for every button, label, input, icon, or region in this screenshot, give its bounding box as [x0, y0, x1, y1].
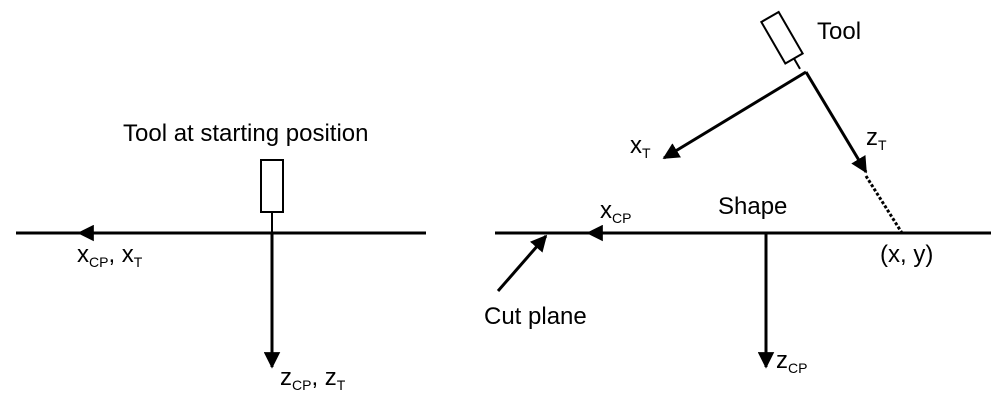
- cut-plane-pointer-arrow: [496, 234, 548, 292]
- left-x-axis-label: xCP, xT: [77, 241, 143, 270]
- tool-xt-arrow: [662, 70, 807, 160]
- tool-zt-arrow: [804, 71, 868, 174]
- tool-label: Tool: [817, 18, 861, 45]
- xcp-label: xCP: [600, 197, 631, 226]
- left-caption: Tool at starting position: [123, 120, 368, 147]
- right-tool-icon: [759, 10, 805, 70]
- left-tool-icon: [260, 159, 284, 233]
- cut-plane-label: Cut plane: [484, 303, 587, 330]
- xt-label: xT: [630, 132, 651, 161]
- shape-label: Shape: [718, 193, 787, 220]
- point-label: (x, y): [880, 241, 933, 268]
- zcp-label: zCP: [776, 347, 807, 376]
- left-panel: Tool at starting position xCP, xT zCP, z…: [16, 120, 426, 393]
- right-panel: Tool xT zT xCP Shape (x, y) Cut plane zC…: [484, 10, 991, 376]
- zt-label: zT: [866, 124, 887, 153]
- left-z-axis-label: zCP, zT: [280, 364, 346, 393]
- tool-axis-extension-dashed: [864, 175, 904, 234]
